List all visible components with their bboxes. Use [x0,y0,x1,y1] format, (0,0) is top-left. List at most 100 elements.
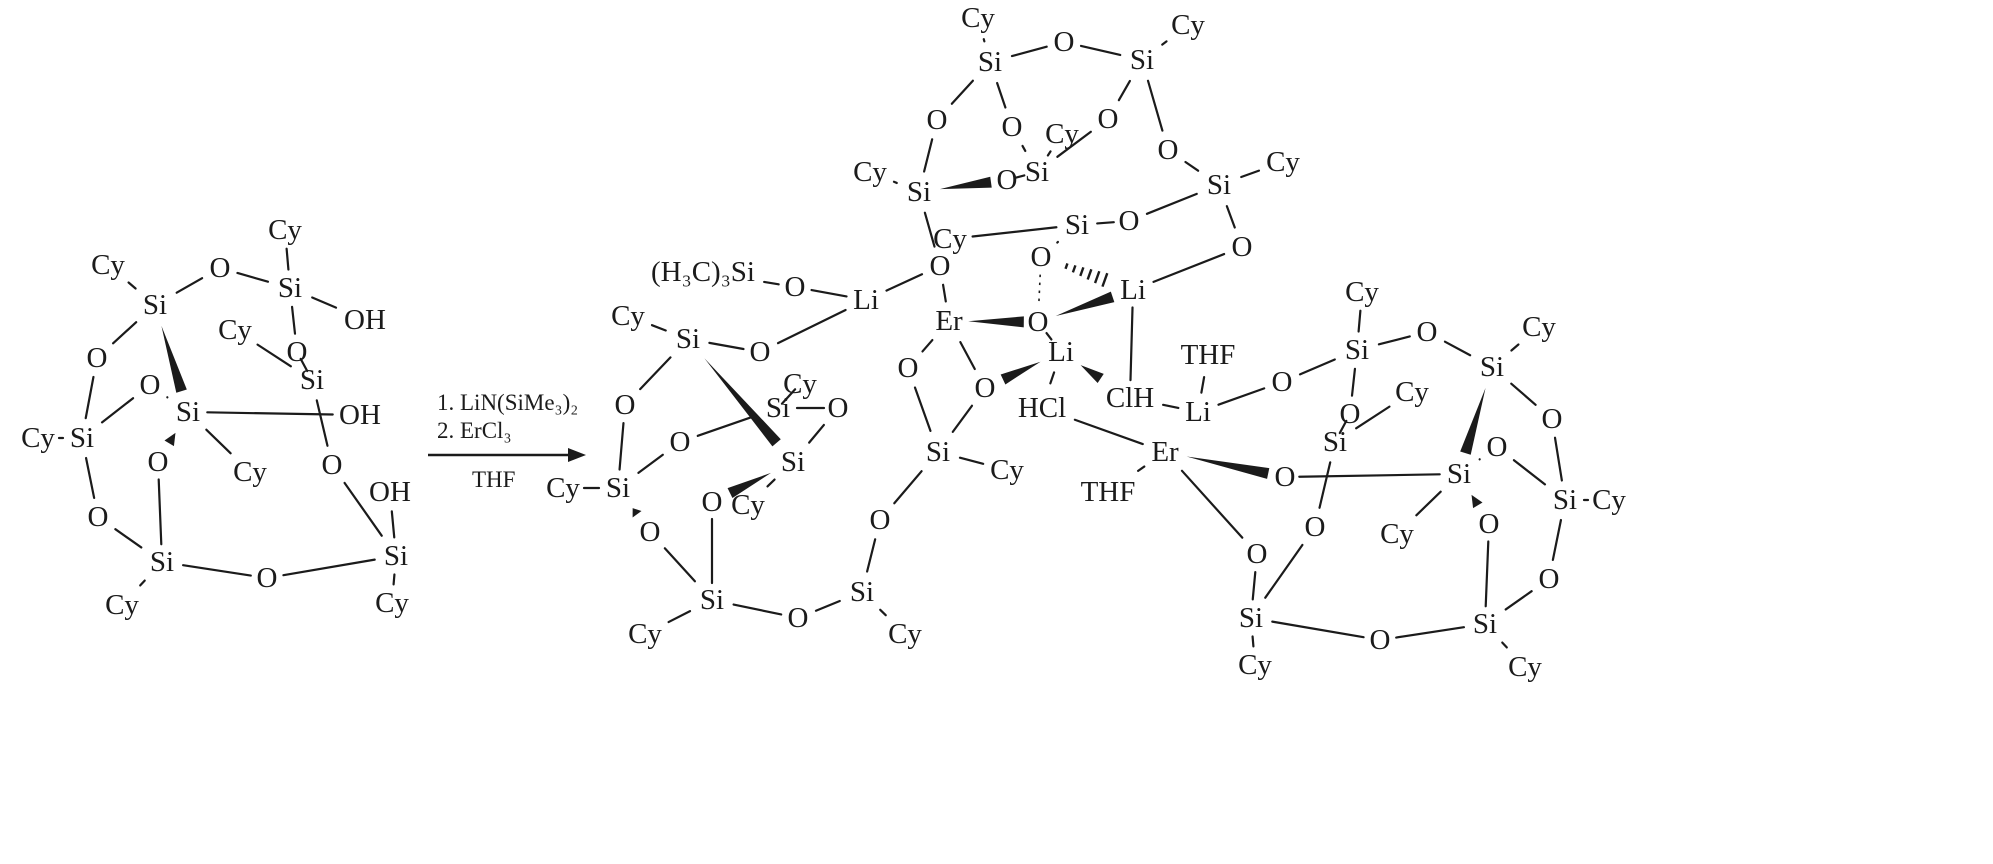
atom-label-Si: Si [1345,334,1369,366]
atom-label-OH: OH [339,399,381,431]
bond-single [1073,418,1144,446]
bond-hashed [1101,272,1109,288]
bond-single [1264,543,1304,599]
bond-single [206,411,334,416]
bond-single [1146,79,1164,132]
bond-single [766,478,776,488]
bond-single [1021,144,1027,153]
atom-label-Si: Si [150,546,174,578]
atom-label-O: O [1370,624,1391,656]
atom-label-O: O [148,446,169,478]
bond-single [950,79,974,105]
bond-single [1079,44,1122,57]
bond-single [958,456,985,465]
bond-single [100,397,135,424]
atom-label-O: O [1275,461,1296,493]
atom-label-O: O [997,164,1018,196]
atom-label-Si: Si [300,364,324,396]
bond-single [1271,620,1365,639]
atom-label-Cy: Cy [1508,651,1542,683]
reaction-arrow-head [568,448,586,462]
bond-single [814,599,841,612]
bond-single [114,528,143,549]
bond-single [1056,130,1092,158]
bond-single [1161,40,1168,46]
atom-label-Si: Si [978,46,1002,78]
bond-single [808,423,826,444]
bond-single [667,610,692,624]
atom-label-O: O [670,426,691,458]
atom-label-Cy: Cy [1592,484,1626,516]
atom-label-Si: Si [766,392,790,424]
bond-single [708,341,745,351]
atom-label-O: O [1232,231,1253,263]
bond-single [780,388,797,405]
bond-wedge [1471,494,1483,509]
bond-single [1161,403,1180,410]
atom-label-Cy: Cy [1380,518,1414,550]
bond-single [982,38,986,43]
atom-label-O: O [287,336,308,368]
bond-single [1484,540,1490,608]
bond-single [111,321,138,345]
bond-single [1096,221,1115,225]
bond-single [618,421,625,471]
bond-single [1377,335,1411,346]
bond-single [1355,405,1391,430]
bond-hashed [1093,270,1101,284]
atom-label-Li: Li [1048,336,1074,368]
bond-single [639,356,672,391]
atom-label-Cy: Cy [628,618,662,650]
atom-label-O: O [615,389,636,421]
atom-label-O: O [898,352,919,384]
bond-single [650,324,667,332]
bond-single [1117,79,1132,102]
atom-label-Cy: Cy [1395,376,1429,408]
bond-single [1504,590,1533,611]
bond-single [1357,309,1362,333]
atom-label-Cy: Cy [961,2,995,34]
atom-label-Li: Li [1120,274,1146,306]
bond-single [951,404,974,433]
bond-single [236,271,270,283]
atom-label-Li: Li [853,284,879,316]
atom-label-Cy: Cy [611,300,645,332]
atom-label-O: O [210,252,231,284]
bond-single [1217,387,1266,406]
atom-label-O: O [1272,366,1293,398]
bond-single [923,211,936,248]
atom-label-O: O [640,516,661,548]
bond-single [1298,473,1441,478]
bond-wedge [1055,291,1115,317]
atom-label-Si: Si [1239,602,1263,634]
bond-single [1298,358,1336,376]
bond-single [311,296,338,309]
bond-single [1240,169,1261,179]
atom-label-Si: Si [700,584,724,616]
bond-single [1510,382,1537,406]
atom-label-O: O [927,104,948,136]
bond-dashed [1038,274,1041,305]
atom-label-Cy: Cy [933,223,967,255]
atom-label-Si: Si [1025,156,1049,188]
atom-label-Si: Si [907,176,931,208]
atom-label-O: O [1002,111,1023,143]
bond-single [1395,626,1465,639]
bond-single [1152,252,1226,284]
atom-label-Cy: Cy [783,368,817,400]
atom-label-O: O [1417,316,1438,348]
atom-label-Cy: Cy [1522,311,1556,343]
atom-label-O: O [1305,511,1326,543]
atom-label-O: O [140,369,161,401]
atom-label-O: O [87,342,108,374]
atom-label-HCl: HCl [1018,392,1066,424]
bond-wedge [1460,387,1486,455]
bond-single [139,579,146,587]
bond-wedge [968,316,1024,328]
atom-label-Cy: Cy [990,454,1024,486]
atom-label-Cy: Cy [1345,276,1379,308]
bond-single [1049,371,1056,385]
reaction-step-1: 1. LiN(SiMe₃)₂ [437,390,579,415]
bond-single [84,456,96,500]
bond-single [1180,469,1244,539]
